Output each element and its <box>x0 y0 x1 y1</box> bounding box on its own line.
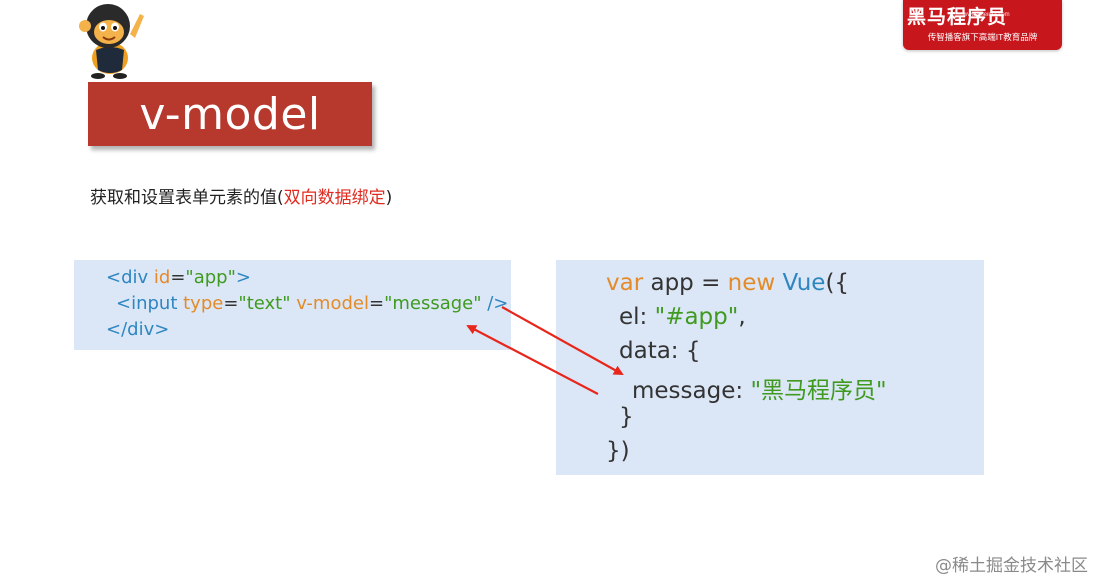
watermark: @稀土掘金技术社区 <box>935 556 1088 576</box>
code-token: <input <box>116 293 184 314</box>
code-token: "#app" <box>654 304 739 330</box>
subtitle-highlight: 双向数据绑定 <box>283 188 386 208</box>
slide-title: v-model <box>139 88 321 140</box>
brand-url: www.itheima.com <box>963 12 1010 18</box>
code-token: /> <box>481 293 509 314</box>
html-code-line-2: <input type="text" v-model="message" /> <box>116 293 508 314</box>
js-code-line-5: } <box>619 404 634 430</box>
code-token: } <box>619 404 634 430</box>
code-token: = <box>368 293 385 314</box>
code-token: "text" <box>238 293 291 314</box>
js-code-block: var app = new Vue({ el: "#app", data: { … <box>556 260 984 475</box>
js-code-line-1: var app = new Vue({ <box>606 270 849 296</box>
subtitle-text: 获取和设置表单元素的值( <box>90 188 284 208</box>
brand-logo: 黑马程序员 www.itheima.com 传智播客旗下高端IT教育品牌 <box>903 0 1062 50</box>
slide-title-box: v-model <box>88 82 372 146</box>
subtitle-suffix: ) <box>385 188 393 208</box>
code-token: </div> <box>106 319 170 340</box>
code-token: data: { <box>619 338 701 364</box>
code-token: var <box>606 270 644 296</box>
js-code-line-6: }) <box>606 438 630 464</box>
js-code-line-2: el: "#app", <box>619 304 746 330</box>
html-code-block: <div id="app"> <input type="text" v-mode… <box>74 260 511 350</box>
code-token: }) <box>606 438 630 464</box>
code-token: ({ <box>825 270 850 296</box>
html-code-line-1: <div id="app"> <box>106 267 251 288</box>
code-token: , <box>738 304 746 330</box>
code-token: Vue <box>775 270 826 296</box>
code-token: <div <box>106 267 154 288</box>
slide-subtitle: 获取和设置表单元素的值(双向数据绑定) <box>90 183 392 208</box>
code-token: el: <box>619 304 655 330</box>
js-code-line-3: data: { <box>619 338 701 364</box>
code-token: "app" <box>185 267 236 288</box>
code-token: = <box>170 267 186 288</box>
code-token: = <box>223 293 239 314</box>
code-token: > <box>235 267 251 288</box>
html-code-line-3: </div> <box>106 319 169 340</box>
code-token: v-model <box>296 293 369 314</box>
code-token: id <box>153 267 171 288</box>
brand-slogan: 传智播客旗下高端IT教育品牌 <box>927 32 1038 42</box>
mascot-logo <box>74 0 146 80</box>
brand-name: 黑马程序员 <box>907 7 1008 28</box>
js-code-line-4: message: "黑马程序员" <box>632 371 887 405</box>
code-token: "黑马程序员" <box>750 378 887 404</box>
code-token: "message" <box>384 293 482 314</box>
code-token: message: <box>632 378 751 404</box>
code-token: app = <box>643 270 728 296</box>
code-token: type <box>183 293 224 314</box>
code-token: new <box>727 270 776 296</box>
